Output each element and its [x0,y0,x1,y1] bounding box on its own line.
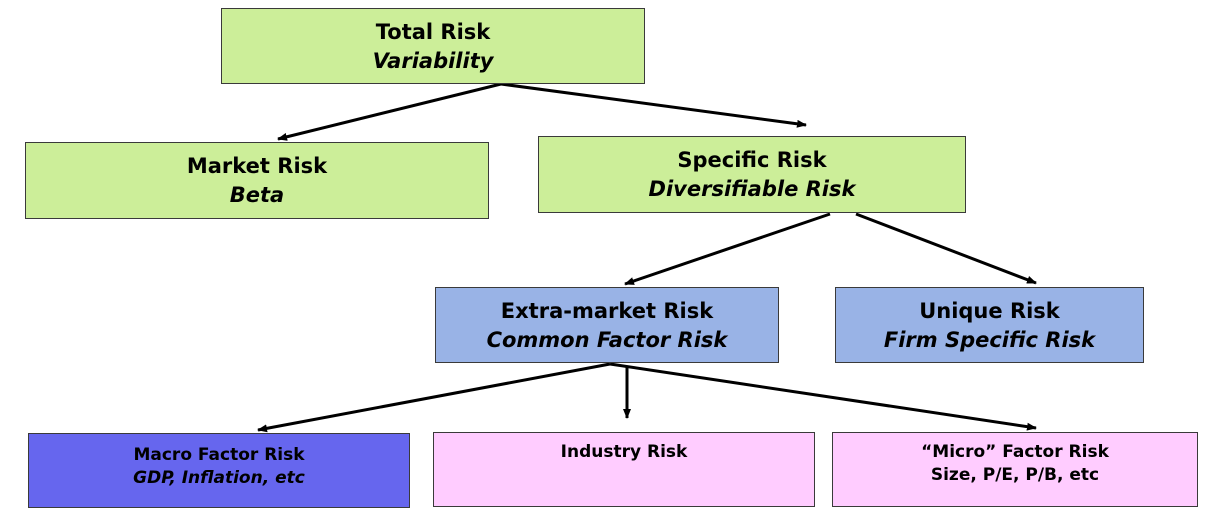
arrow-total-to-market [277,82,502,141]
node-title: “Micro” Factor Risk [921,442,1109,462]
node-title: Specific Risk [677,148,827,172]
node-title: Unique Risk [919,299,1060,323]
node-subtitle: Firm Specific Risk [883,328,1096,352]
node-market-risk: Market Risk Beta [25,142,489,219]
node-title: Industry Risk [560,442,688,462]
node-subtitle: Beta [229,183,285,207]
node-total-risk: Total Risk Variability [221,8,645,84]
node-unique-risk: Unique Risk Firm Specific Risk [835,287,1144,363]
node-subtitle: Common Factor Risk [486,328,728,352]
node-industry-risk: Industry Risk [433,432,815,507]
node-title: Total Risk [375,20,491,44]
node-subtitle: Size, P/E, P/B, etc [930,465,1100,485]
arrow-total-to-specific [500,82,807,128]
node-specific-risk: Specific Risk Diversifiable Risk [538,136,966,213]
arrow-extra-to-micro [609,362,1037,431]
node-subtitle: Variability [372,49,494,73]
arrow-extra-to-macro [257,362,611,433]
node-extra-market-risk: Extra-market Risk Common Factor Risk [435,287,779,363]
arrow-specific-to-unique [855,212,1037,285]
arrow-specific-to-extra [624,212,831,286]
node-macro-factor-risk: Macro Factor Risk GDP, Inflation, etc [28,433,410,508]
node-title: Market Risk [186,154,328,178]
node-title: Macro Factor Risk [133,445,305,465]
node-title: Extra-market Risk [500,299,714,323]
node-micro-factor-risk: “Micro” Factor Risk Size, P/E, P/B, etc [832,432,1198,507]
node-subtitle: Diversifiable Risk [648,177,856,201]
node-subtitle: GDP, Inflation, etc [133,468,305,488]
